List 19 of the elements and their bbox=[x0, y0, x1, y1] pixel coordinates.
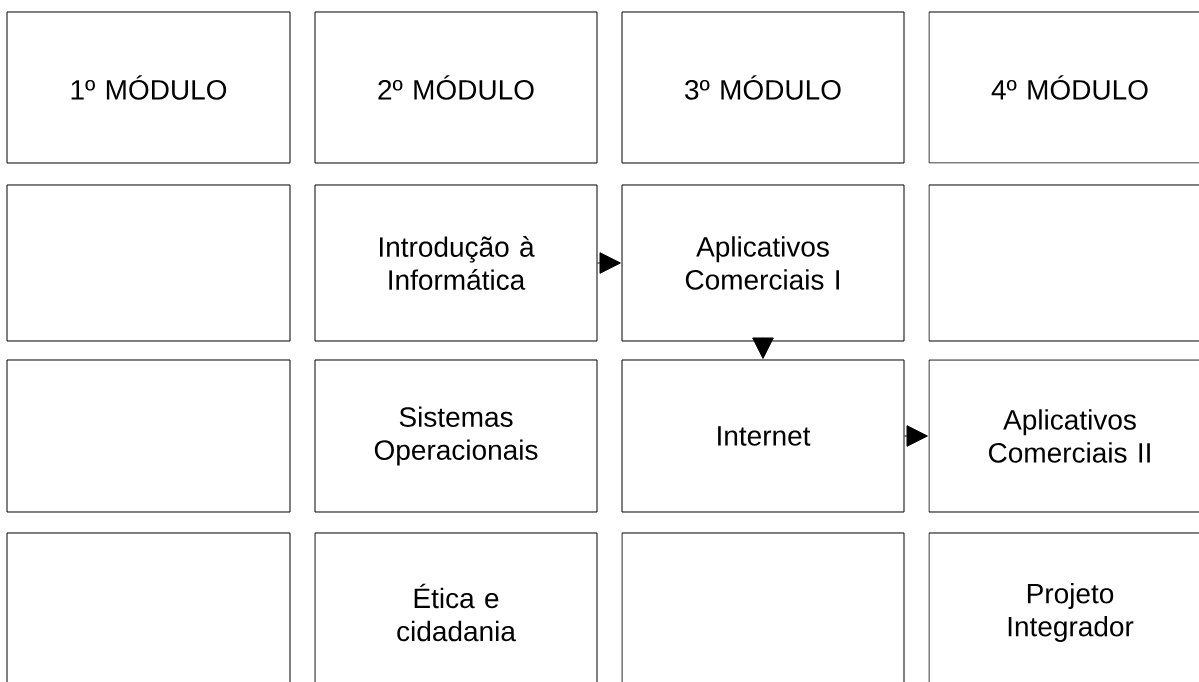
empty-box bbox=[6, 359, 291, 513]
module-header: 4º MÓDULO bbox=[928, 11, 1199, 164]
empty-box bbox=[928, 184, 1199, 342]
course-box: Introdução à Informática bbox=[314, 184, 598, 342]
course-box: Aplicativos Comerciais II bbox=[928, 359, 1199, 513]
module-header: 2º MÓDULO bbox=[314, 11, 598, 164]
course-box: Projeto Integrador bbox=[928, 532, 1199, 682]
module-header: 3º MÓDULO bbox=[621, 11, 905, 164]
arrow bbox=[904, 425, 928, 447]
arrow bbox=[752, 337, 774, 359]
empty-box bbox=[6, 532, 291, 682]
course-box: Aplicativos Comerciais I bbox=[621, 184, 905, 342]
empty-box bbox=[621, 532, 905, 682]
course-box: Sistemas Operacionais bbox=[314, 359, 598, 513]
course-box: Ética e cidadania bbox=[314, 532, 598, 682]
module-header: 1º MÓDULO bbox=[6, 11, 291, 164]
course-box: Internet bbox=[621, 359, 905, 513]
empty-box bbox=[6, 184, 291, 342]
arrow bbox=[597, 252, 621, 274]
